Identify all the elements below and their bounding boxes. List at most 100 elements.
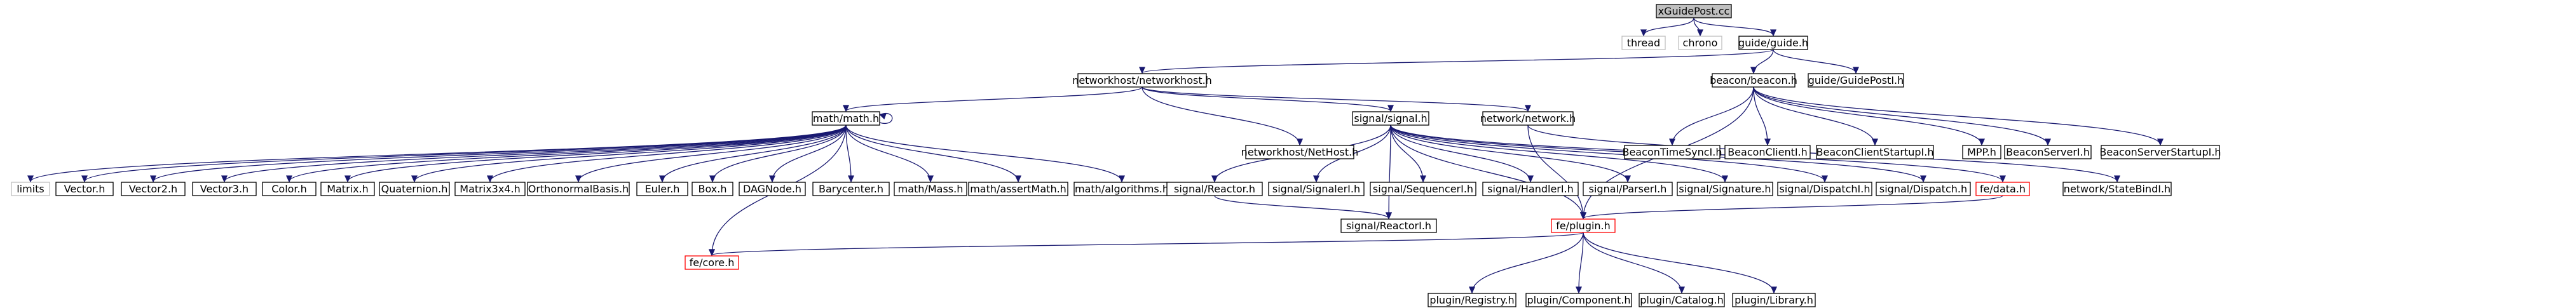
- node-library[interactable]: plugin/Library.h: [1732, 293, 1816, 307]
- edges-layer: [27, 17, 2164, 294]
- node-signal[interactable]: signal/signal.h: [1352, 111, 1429, 126]
- node-chrono[interactable]: chrono: [1678, 36, 1722, 50]
- node-label-bcstart: BeaconClientStartupI.h: [1816, 146, 1934, 158]
- edge-arrowhead-root-to-chrono: [1696, 29, 1704, 37]
- node-label-dispatchi: signal/DispatchI.h: [1780, 183, 1871, 195]
- node-bserver[interactable]: BeaconServerI.h: [2004, 145, 2092, 159]
- node-fedata[interactable]: fe/data.h: [1975, 182, 2030, 196]
- node-label-mass: math/Mass.h: [898, 183, 964, 195]
- node-btsync[interactable]: BeaconTimeSyncI.h: [1622, 145, 1722, 159]
- node-label-fedata: fe/data.h: [1980, 183, 2026, 195]
- node-signature[interactable]: signal/Signature.h: [1677, 182, 1773, 196]
- node-box-color: [262, 182, 317, 196]
- edge-arrowhead-signal-to-dispatch: [1919, 175, 1927, 183]
- edge-arrowhead-math-to-quat: [411, 175, 418, 183]
- edge-math-to-algos: [845, 124, 1122, 182]
- node-matrix[interactable]: Matrix.h: [320, 182, 375, 196]
- node-box-bary: [812, 182, 890, 196]
- node-label-guidepost: guide/GuidePostI.h: [1808, 74, 1904, 86]
- edge-arrowhead-guide-to-beacon: [1750, 67, 1757, 74]
- edge-arrowhead-math-to-box: [709, 175, 716, 183]
- node-signaleri[interactable]: signal/SignalerI.h: [1268, 182, 1365, 196]
- node-box[interactable]: Box.h: [692, 182, 733, 196]
- node-vector2[interactable]: Vector2.h: [121, 182, 186, 196]
- node-bary[interactable]: Barycenter.h: [812, 182, 890, 196]
- node-catalog[interactable]: plugin/Catalog.h: [1639, 293, 1725, 307]
- node-guidepost[interactable]: guide/GuidePostI.h: [1808, 73, 1904, 88]
- node-box-box: [692, 182, 733, 196]
- node-registry[interactable]: plugin/Registry.h: [1428, 293, 1516, 307]
- node-reactori[interactable]: signal/ReactorI.h: [1340, 218, 1437, 233]
- node-quat[interactable]: Quaternion.h: [379, 182, 450, 196]
- node-label-assertmath: math/assertMath.h: [970, 183, 1067, 195]
- edge-arrowhead-fedata-to-feplugin: [1579, 212, 1587, 220]
- node-network[interactable]: network/network.h: [1480, 111, 1576, 126]
- edge-arrowhead-feplugin-to-library: [1770, 286, 1778, 294]
- node-bcstart[interactable]: BeaconClientStartupI.h: [1816, 145, 1934, 159]
- edge-feplugin-to-library: [1583, 232, 1775, 293]
- node-bsstart[interactable]: BeaconServerStartupI.h: [2099, 145, 2221, 159]
- edge-arrowhead-signal-to-signaleri: [1312, 175, 1320, 183]
- edge-nhost-to-network: [1141, 86, 1529, 112]
- node-label-quat: Quaternion.h: [381, 183, 448, 195]
- node-limits[interactable]: limits: [11, 182, 50, 196]
- node-box-bclient: [1724, 145, 1811, 159]
- node-thread[interactable]: thread: [1621, 36, 1666, 50]
- edge-arrowhead-feplugin-to-fecore: [708, 249, 716, 257]
- node-box-library: [1732, 293, 1816, 307]
- edge-beacon-to-bsstart: [1753, 86, 2161, 145]
- node-feplugin[interactable]: fe/plugin.h: [1551, 218, 1616, 233]
- node-sequenceri[interactable]: signal/SequencerI.h: [1370, 182, 1476, 196]
- node-component[interactable]: plugin/Component.h: [1525, 293, 1632, 307]
- node-label-algos: math/algorithms.h: [1075, 183, 1169, 195]
- node-box-nethost: [1245, 145, 1354, 159]
- node-parseri[interactable]: signal/ParserI.h: [1583, 182, 1673, 196]
- edge-arrowhead-guide-to-guidepost: [1852, 67, 1860, 74]
- node-vector[interactable]: Vector.h: [55, 182, 114, 196]
- node-bclient[interactable]: BeaconClientI.h: [1724, 145, 1811, 159]
- node-label-reactor: signal/Reactor.h: [1174, 183, 1255, 195]
- node-dispatchi[interactable]: signal/DispatchI.h: [1777, 182, 1872, 196]
- node-statebind[interactable]: network/StateBindI.h: [2062, 182, 2172, 196]
- edge-feplugin-to-fecore: [711, 232, 1584, 256]
- node-label-mpp: MPP.h: [1967, 146, 1996, 158]
- node-label-fecore: fe/core.h: [690, 257, 735, 269]
- node-box-catalog: [1639, 293, 1725, 307]
- node-vector3[interactable]: Vector3.h: [192, 182, 257, 196]
- node-box-feplugin: [1551, 218, 1616, 233]
- node-ortho[interactable]: OrthonormalBasis.h: [527, 182, 630, 196]
- edge-signal-to-handleri: [1390, 124, 1531, 182]
- edge-arrowhead-feplugin-to-registry: [1468, 286, 1476, 294]
- node-box-vector: [55, 182, 114, 196]
- node-guide[interactable]: guide/guide.h: [1738, 36, 1808, 50]
- node-algos[interactable]: math/algorithms.h: [1073, 182, 1170, 196]
- node-math[interactable]: math/math.h: [812, 111, 880, 126]
- node-color[interactable]: Color.h: [262, 182, 317, 196]
- node-euler[interactable]: Euler.h: [636, 182, 688, 196]
- node-assertmath[interactable]: math/assertMath.h: [968, 182, 1068, 196]
- node-label-dag: DAGNode.h: [743, 183, 801, 195]
- node-box-registry: [1428, 293, 1516, 307]
- node-label-root: xGuidePost.cc: [1658, 5, 1730, 17]
- node-beacon[interactable]: beacon/beacon.h: [1710, 73, 1797, 88]
- node-fecore[interactable]: fe/core.h: [685, 255, 739, 270]
- node-dispatch[interactable]: signal/Dispatch.h: [1876, 182, 1971, 196]
- node-label-box: Box.h: [699, 183, 727, 195]
- node-root[interactable]: xGuidePost.cc: [1656, 4, 1732, 18]
- node-mass[interactable]: math/Mass.h: [894, 182, 967, 196]
- edge-arrowhead-math-to-vector2: [149, 175, 157, 183]
- node-label-vector2: Vector2.h: [129, 183, 177, 195]
- edge-feplugin-to-catalog: [1583, 232, 1682, 293]
- edge-math-to-color: [289, 124, 847, 182]
- node-label-nhost: networkhost/networkhost.h: [1072, 74, 1212, 86]
- edge-arrowhead-beacon-to-bserver: [2044, 138, 2052, 146]
- node-matrix3x4[interactable]: Matrix3x4.h: [454, 182, 526, 196]
- node-dag[interactable]: DAGNode.h: [739, 182, 806, 196]
- edge-math-to-vector2: [153, 124, 847, 182]
- node-reactor[interactable]: signal/Reactor.h: [1166, 182, 1263, 196]
- node-mpp[interactable]: MPP.h: [1962, 145, 2001, 159]
- node-handleri[interactable]: signal/HandlerI.h: [1482, 182, 1579, 196]
- node-nethost[interactable]: networkhost/NetHost.h: [1241, 145, 1359, 159]
- node-box-component: [1525, 293, 1632, 307]
- node-nhost[interactable]: networkhost/networkhost.h: [1072, 73, 1212, 88]
